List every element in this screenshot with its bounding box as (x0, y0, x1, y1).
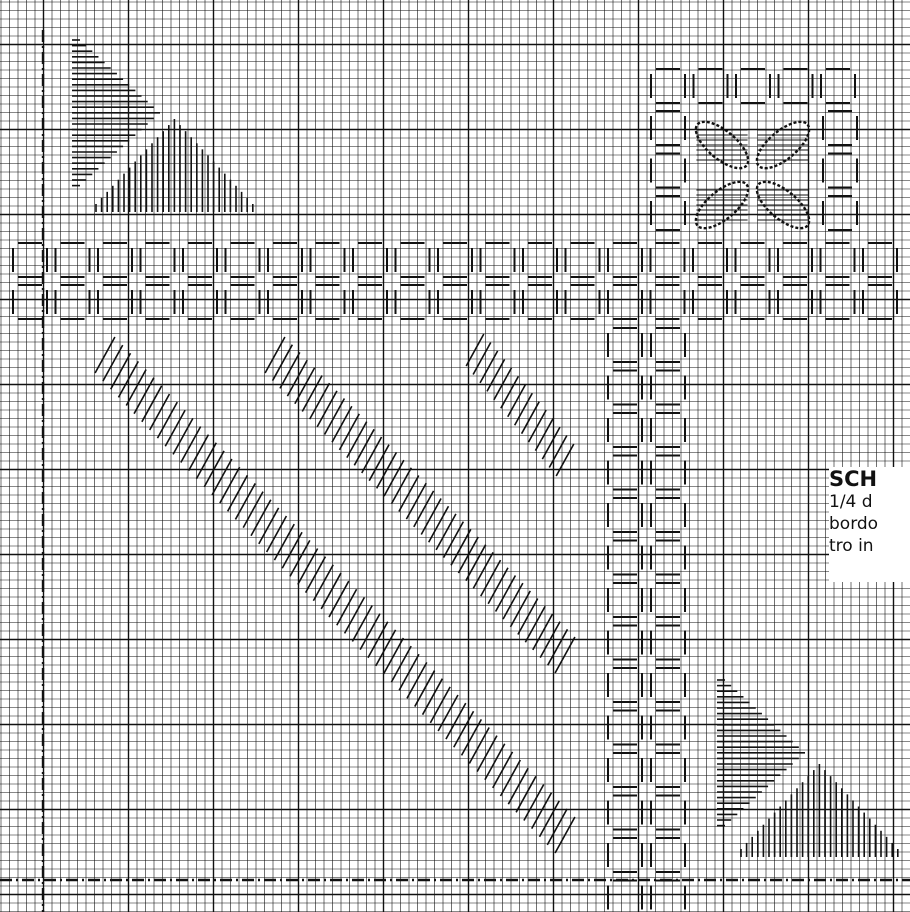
satin-stitch (540, 801, 560, 837)
satin-stitch (332, 406, 352, 442)
satin-stitch (485, 744, 505, 780)
satin-stitch (142, 386, 162, 422)
satin-stitch (251, 500, 271, 536)
satin-stitch (337, 589, 357, 625)
satin-stitch (369, 445, 389, 481)
satin-stitch (446, 703, 466, 739)
satin-stitch (157, 402, 177, 438)
satin-stitch (532, 793, 552, 829)
satin-stitch (555, 637, 575, 673)
satin-stitch (438, 695, 458, 731)
caption-box: SCH 1/4 d bordo tro in (829, 467, 910, 582)
satin-stitch (126, 370, 146, 406)
diagonal-satin-bands (95, 334, 575, 853)
satin-stitch (173, 418, 193, 454)
satin-stitch (352, 605, 372, 641)
satin-stitch (273, 345, 293, 381)
satin-stitch (510, 591, 530, 627)
caption-line-2: bordo (829, 513, 910, 535)
satin-stitch (496, 575, 516, 611)
satin-stitch (267, 516, 287, 552)
satin-stitch (501, 760, 521, 796)
satin-stitch (414, 491, 434, 527)
satin-stitch (235, 483, 255, 519)
satin-stitch (525, 606, 545, 642)
satin-stitch (354, 429, 374, 465)
satin-stitch (243, 492, 263, 528)
satin-stitch (259, 508, 279, 544)
satin-stitch (481, 560, 501, 596)
satin-stitch (391, 646, 411, 682)
center-guide-lines (0, 30, 910, 912)
satin-stitch (181, 426, 201, 462)
caption-line-3: tro in (829, 535, 910, 557)
satin-stitch (310, 383, 330, 419)
leaf-motif (688, 114, 816, 237)
satin-stitch (220, 467, 240, 503)
satin-stitch (325, 399, 345, 435)
satin-stitch (423, 679, 443, 715)
satin-stitch (406, 483, 426, 519)
satin-stitch (377, 452, 397, 488)
satin-stitch (407, 662, 427, 698)
satin-stitch (362, 437, 382, 473)
satin-stitch (302, 375, 322, 411)
satin-stitch (317, 391, 337, 427)
satin-stitch (533, 614, 553, 650)
satin-stitch (392, 468, 412, 504)
satin-stitch (165, 410, 185, 446)
satin-stitch (547, 809, 567, 845)
caption-line-1: 1/4 d (829, 491, 910, 513)
satin-stitch (454, 711, 474, 747)
satin-stitch (444, 522, 464, 558)
satin-stitch (524, 784, 544, 820)
satin-stitch (473, 552, 493, 588)
satin-stitch (488, 568, 508, 604)
satin-stitch (430, 687, 450, 723)
satin-stitch (436, 514, 456, 550)
satin-stitch (345, 597, 365, 633)
satin-stitch (548, 629, 568, 665)
satin-stitch (360, 614, 380, 650)
caption-title: SCH (829, 467, 910, 491)
satin-stitch (287, 360, 307, 396)
satin-stitch (329, 581, 349, 617)
satin-stitch (516, 776, 536, 812)
satin-stitch (429, 506, 449, 542)
satin-stitch (313, 565, 333, 601)
satin-stitch (150, 394, 170, 430)
